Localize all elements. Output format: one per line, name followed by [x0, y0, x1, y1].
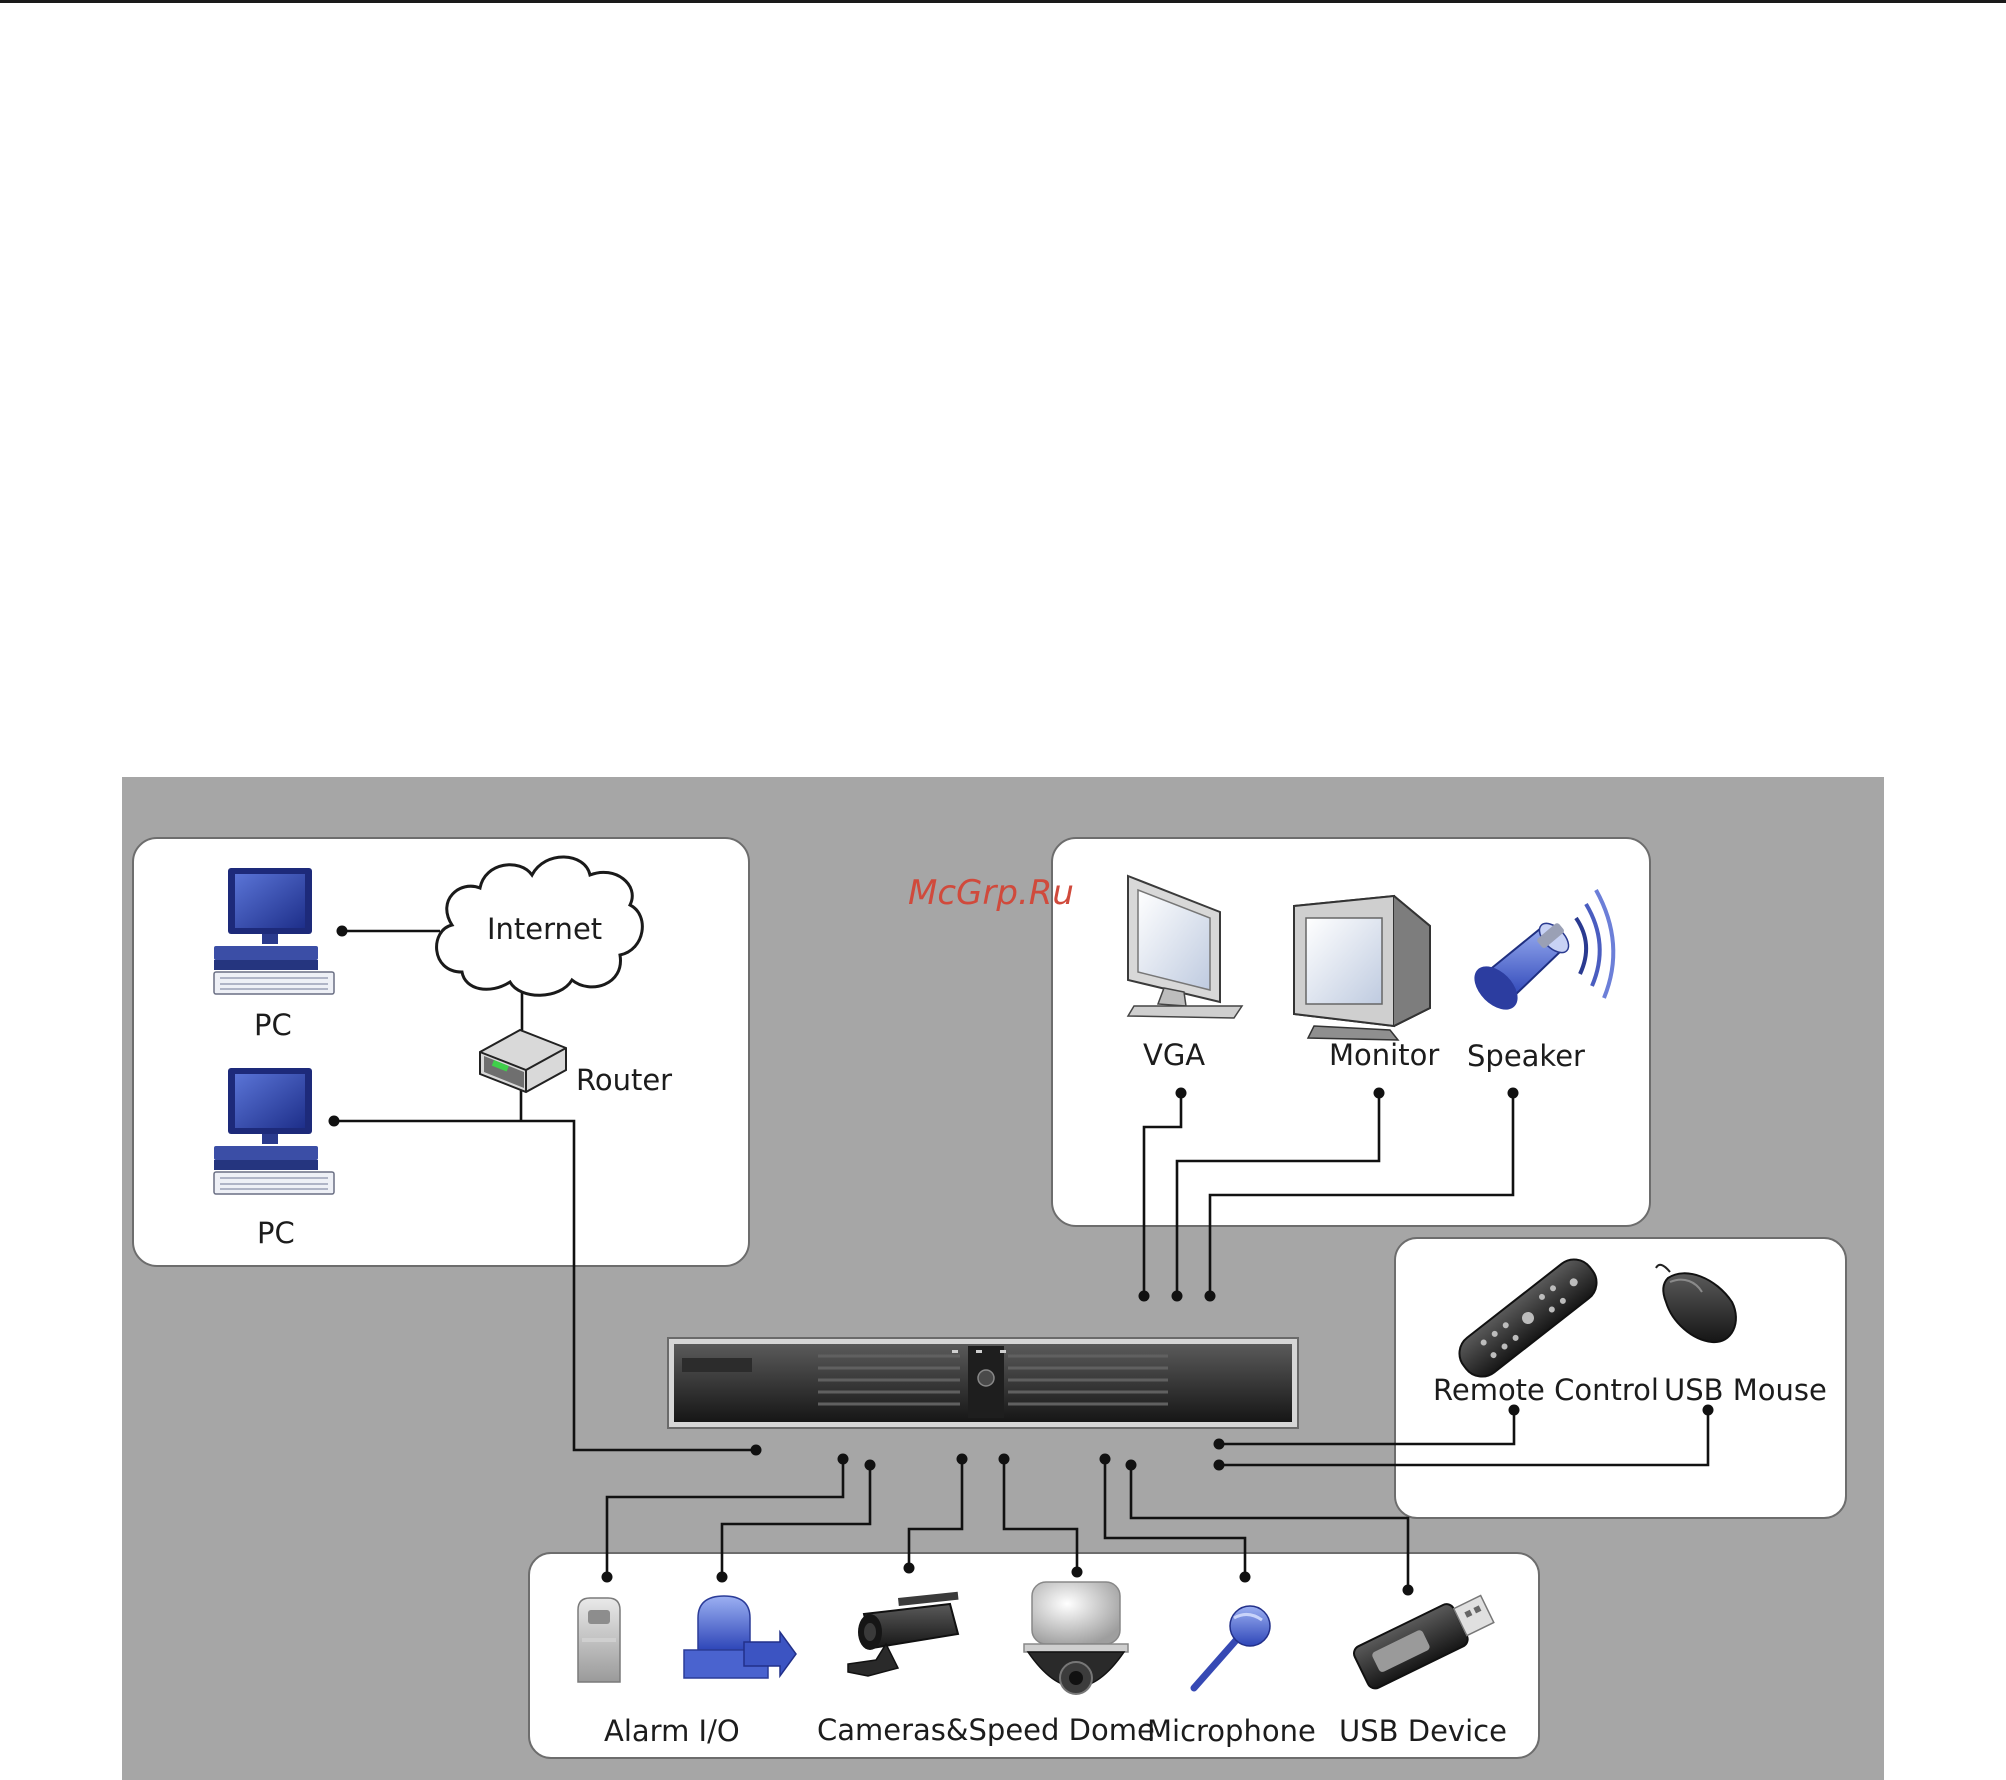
speaker-icon	[1474, 889, 1616, 1010]
microphone-icon	[1190, 1605, 1271, 1692]
alarm-sensor-icon	[577, 1597, 621, 1683]
dvr-device-icon	[667, 1337, 1299, 1429]
pc-icon	[213, 868, 335, 995]
remote-control-icon	[1458, 1258, 1598, 1378]
internet-label: Internet	[487, 912, 602, 946]
usb-device-label: USB Device	[1339, 1714, 1507, 1748]
usb-mouse-icon	[1655, 1263, 1737, 1344]
vga-label: VGA	[1143, 1038, 1205, 1072]
router-label: Router	[576, 1063, 672, 1097]
crt-monitor-icon	[1293, 894, 1431, 1041]
cameras-speed-dome-label: Cameras&Speed Dome	[817, 1713, 1155, 1747]
watermark: McGrp.Ru	[908, 873, 1074, 913]
connector-dots	[328, 925, 1714, 1596]
speaker-label: Speaker	[1467, 1039, 1585, 1073]
ptz-camera-icon	[683, 1595, 797, 1679]
cloud-icon	[435, 855, 644, 997]
wire-monitor	[1175, 1093, 1381, 1296]
top-rule	[0, 0, 2006, 3]
wire-camera	[907, 1459, 964, 1568]
vga-display-icon	[1126, 874, 1244, 1019]
wire-ptz	[720, 1465, 872, 1577]
bullet-camera-icon	[847, 1591, 960, 1677]
wire-microphone	[1103, 1459, 1247, 1577]
pc-icon	[213, 1068, 335, 1195]
wire-remote-control	[1219, 1410, 1516, 1446]
wire-vga	[1142, 1093, 1183, 1296]
wire-usb-mouse	[1219, 1410, 1710, 1467]
wire-speed-dome	[1002, 1459, 1079, 1572]
network-group-box	[132, 837, 750, 1267]
speed-dome-icon	[1023, 1581, 1129, 1695]
microphone-label: Microphone	[1147, 1714, 1316, 1748]
pc-bottom-label: PC	[257, 1216, 295, 1250]
wire-usb-device	[1129, 1465, 1410, 1590]
router-icon	[479, 1028, 567, 1094]
pc-top-label: PC	[254, 1008, 292, 1042]
remote-control-label: Remote Control	[1433, 1373, 1659, 1407]
alarm-io-label: Alarm I/O	[604, 1714, 740, 1748]
usb-stick-icon	[1353, 1594, 1495, 1690]
usb-mouse-label: USB Mouse	[1664, 1373, 1827, 1407]
wire-speaker	[1208, 1093, 1515, 1296]
wire-pc-router-dvr	[334, 1119, 756, 1452]
monitor-label: Monitor	[1329, 1038, 1439, 1072]
wire-alarm-io	[605, 1459, 845, 1577]
